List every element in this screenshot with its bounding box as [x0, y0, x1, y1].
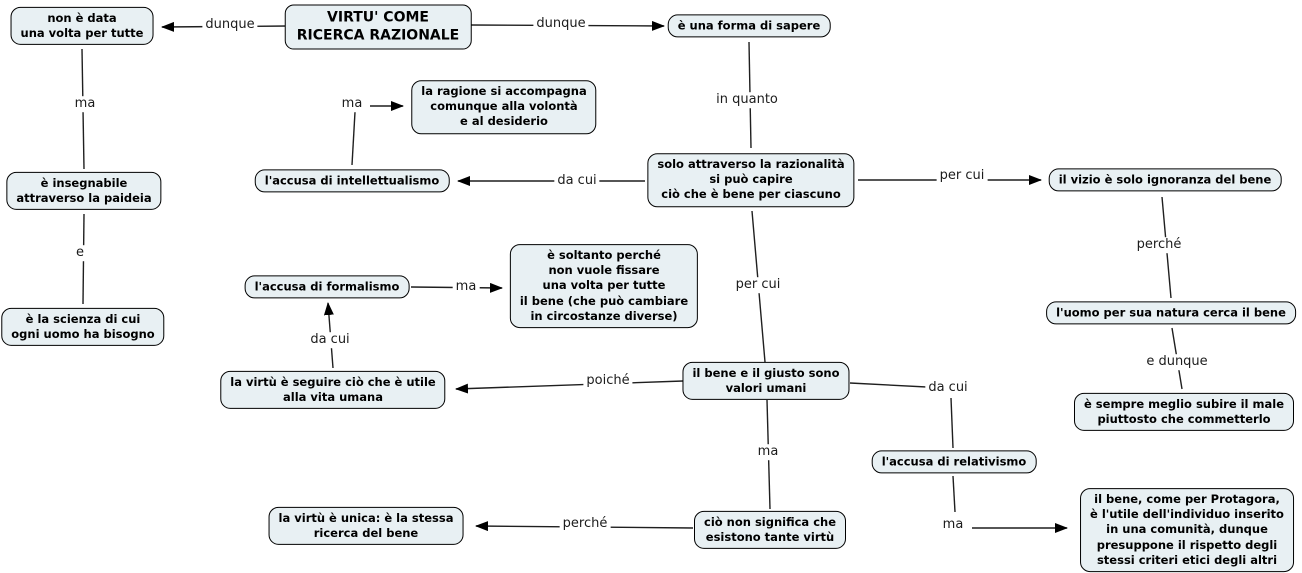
concept-accusa-intellettualismo[interactable]: l'accusa di intellettualismo: [254, 169, 450, 193]
edge-label-perche-uomo-natura[interactable]: perché: [1133, 237, 1185, 253]
concept-non-vuole-fissare-bene[interactable]: è soltanto perché non vuole fissare una …: [509, 244, 699, 328]
concept-razionalita-bene-ciascuno[interactable]: solo attraverso la razionalità si può ca…: [647, 153, 855, 207]
concept-non-e-data[interactable]: non è data una volta per tutte: [10, 6, 154, 46]
edge-label-da-cui-formalismo[interactable]: da cui: [307, 332, 353, 348]
edge-label-ma-soltanto[interactable]: ma: [452, 279, 480, 295]
concept-virtu-unica[interactable]: la virtù è unica: è la stessa ricerca de…: [268, 506, 464, 546]
concept-accusa-formalismo[interactable]: l'accusa di formalismo: [244, 275, 410, 299]
edge-label-ma-insegnabile[interactable]: ma: [71, 96, 99, 112]
edge-label-ma-protagora[interactable]: ma: [939, 517, 967, 533]
concept-scienza-bisogno[interactable]: è la scienza di cui ogni uomo ha bisogno: [1, 307, 165, 347]
concept-non-tante-virtu[interactable]: ciò non significa che esistono tante vir…: [694, 510, 846, 550]
edge-label-poiche[interactable]: poiché: [583, 373, 633, 389]
concept-ragione-volonta-desiderio[interactable]: la ragione si accompagna comunque alla v…: [411, 80, 597, 134]
concept-forma-di-sapere[interactable]: è una forma di sapere: [667, 14, 831, 38]
edge-label-per-cui-vizio[interactable]: per cui: [936, 168, 988, 184]
edge-label-in-quanto[interactable]: in quanto: [713, 92, 781, 108]
edge-label-ma-ragione[interactable]: ma: [338, 96, 366, 112]
concept-meglio-subire-male[interactable]: è sempre meglio subire il male piuttosto…: [1074, 392, 1294, 432]
edge-label-perche-virtu-unica[interactable]: perché: [559, 516, 611, 532]
concept-accusa-relativismo[interactable]: l'accusa di relativismo: [871, 450, 1037, 474]
edge-label-dunque-left[interactable]: dunque: [202, 17, 258, 33]
edge-label-e-dunque[interactable]: e dunque: [1143, 354, 1211, 370]
edge-label-da-cui-relativismo[interactable]: da cui: [925, 380, 971, 396]
concept-vizio-ignoranza[interactable]: il vizio è solo ignoranza del bene: [1048, 168, 1282, 192]
concept-virtu-seguire-utile[interactable]: la virtù è seguire ciò che è utile alla …: [220, 370, 446, 410]
edge-label-da-cui-intellettualismo[interactable]: da cui: [554, 173, 600, 189]
edge-label-dunque-right[interactable]: dunque: [533, 16, 589, 32]
concept-uomo-cerca-bene[interactable]: l'uomo per sua natura cerca il bene: [1046, 301, 1296, 325]
concept-bene-protagora[interactable]: il bene, come per Protagora, è l'utile d…: [1080, 488, 1294, 572]
edge-label-e-scienza[interactable]: e: [73, 245, 87, 261]
edge-label-ma-cio-non[interactable]: ma: [754, 444, 782, 460]
edge-label-per-cui-bene-giusto[interactable]: per cui: [732, 277, 784, 293]
concept-insegnabile-paideia[interactable]: è insegnabile attraverso la paideia: [6, 171, 162, 211]
concept-virtu-come-ricerca-razionale[interactable]: VIRTU' COME RICERCA RAZIONALE: [284, 4, 472, 50]
concept-bene-giusto-valori-umani[interactable]: il bene e il giusto sono valori umani: [682, 361, 850, 401]
